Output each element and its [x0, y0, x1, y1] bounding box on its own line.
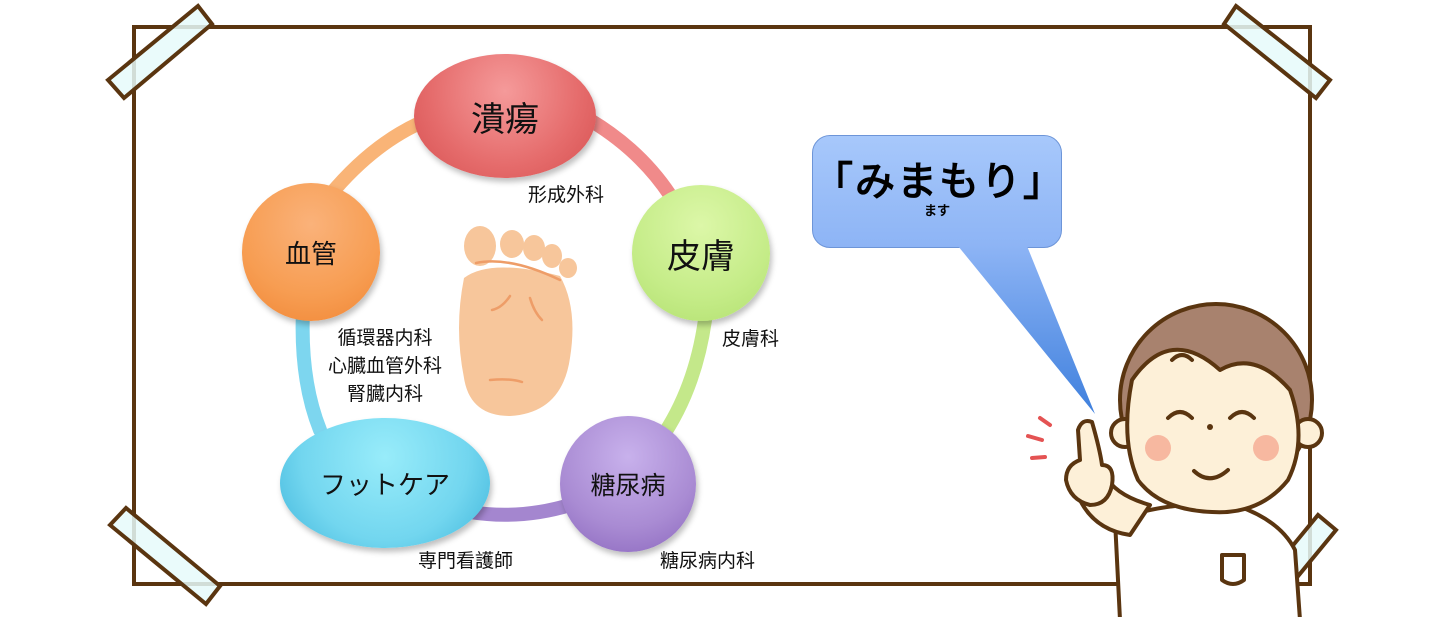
speech-bubble-main-text: 「みまもり」	[813, 159, 1065, 205]
node-ulcer: 潰瘍	[414, 54, 596, 178]
node-footcare-label: フットケア	[319, 470, 450, 501]
department-vessel: 循環器内科 心臓血管外科 腎臓内科	[320, 324, 450, 408]
department-vessel-line-1: 循環器内科	[337, 327, 433, 349]
node-ulcer-label: 潰瘍	[471, 99, 539, 140]
speech-bubble: 「みまもり」 ます	[812, 135, 1065, 248]
department-vessel-line-2: 心臓血管外科	[327, 355, 442, 377]
node-footcare: フットケア	[280, 418, 490, 548]
node-diabetes: 糖尿病	[560, 416, 696, 552]
picture-frame	[132, 25, 1312, 586]
node-vessel-label: 血管	[284, 239, 337, 270]
foot-sole-icon	[459, 226, 577, 416]
department-vessel-line-3: 腎臓内科	[346, 383, 423, 405]
node-vessel: 血管	[242, 183, 380, 321]
speech-bubble-tail	[958, 246, 1095, 414]
department-footcare: 専門看護師	[418, 550, 514, 572]
department-skin: 皮膚科	[722, 328, 780, 350]
department-ulcer: 形成外科	[528, 184, 605, 206]
department-diabetes: 糖尿病内科	[660, 550, 756, 572]
node-diabetes-label: 糖尿病	[590, 471, 666, 500]
nurse-character	[1026, 302, 1324, 617]
node-skin: 皮膚	[632, 185, 770, 321]
node-skin-label: 皮膚	[667, 236, 735, 277]
speech-bubble-sub-text: ます	[923, 204, 950, 219]
